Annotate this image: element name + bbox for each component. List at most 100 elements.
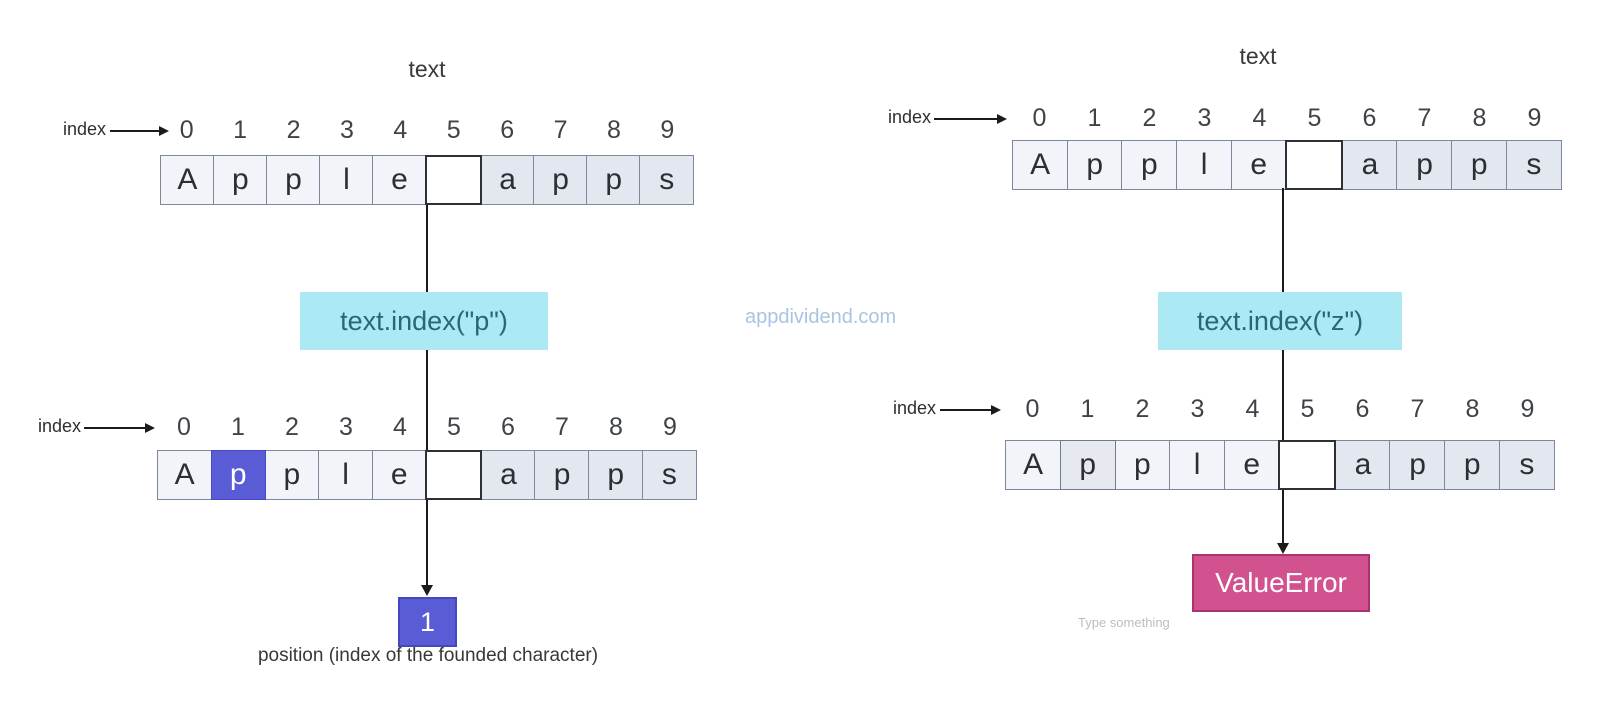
arrow-right-icon	[991, 405, 1001, 415]
index-number: 3	[1197, 104, 1212, 132]
array-cell-blank	[1278, 440, 1337, 490]
array-cell: e	[1230, 140, 1287, 190]
index-number: 9	[660, 116, 675, 144]
index-number: 4	[393, 116, 408, 144]
index-number: 3	[339, 413, 353, 441]
array-cell: p	[264, 450, 320, 500]
left-result-box: 1	[398, 597, 457, 647]
array-cell-blank	[425, 155, 482, 205]
array-cell: p	[213, 155, 268, 205]
index-number: 8	[1465, 395, 1480, 423]
array-cell: a	[480, 450, 537, 500]
array-cell: l	[1168, 440, 1226, 490]
index-number: 8	[607, 116, 621, 144]
right-top-index-label: index	[888, 107, 932, 127]
index-number: 9	[1527, 104, 1542, 132]
array-cell: s	[641, 450, 697, 500]
left-bottom-index-label: index	[38, 416, 82, 436]
right-operation-box: text.index("z")	[1158, 292, 1402, 350]
array-cell: p	[588, 450, 644, 500]
array-cell: p	[1396, 140, 1453, 190]
type-something-placeholder: Type something	[1078, 615, 1170, 630]
watermark: appdividend.com	[745, 306, 897, 328]
index-number: 5	[446, 116, 461, 144]
right-bottom-index-label: index	[893, 398, 937, 418]
array-cell: p	[1114, 440, 1171, 490]
array-cell: s	[1498, 440, 1555, 490]
arrow-right-icon	[159, 126, 169, 136]
index-number: 0	[179, 116, 194, 144]
arrow-shaft	[84, 427, 146, 429]
index-number: 5	[1300, 395, 1315, 423]
left-text-title: text	[408, 56, 446, 82]
right-top-array: A p p l e a p p s	[1012, 140, 1562, 190]
index-number: 1	[1080, 395, 1095, 423]
index-number: 7	[1417, 104, 1432, 132]
index-number: 7	[1410, 395, 1425, 423]
left-operation-box: text.index("p")	[300, 292, 548, 350]
arrow-right-icon	[145, 423, 155, 433]
index-number: 6	[501, 413, 515, 441]
index-number: 3	[1190, 395, 1205, 423]
index-number: 9	[663, 413, 677, 441]
index-number: 2	[285, 413, 299, 441]
array-cell-highlighted: p	[210, 450, 266, 500]
left-top-indices: 0 1 2 3 4 5 6 7 8 9	[160, 116, 694, 145]
array-cell-blank	[1285, 140, 1344, 190]
array-cell: a	[480, 155, 535, 205]
connector-line	[426, 203, 428, 292]
array-cell: p	[534, 450, 590, 500]
array-cell: p	[266, 155, 321, 205]
arrow-shaft	[940, 409, 992, 411]
index-number: 8	[609, 413, 623, 441]
array-cell: a	[1334, 440, 1392, 490]
array-cell: l	[319, 155, 374, 205]
array-cell-blank	[425, 450, 483, 500]
array-cell: e	[372, 155, 427, 205]
index-number: 8	[1472, 104, 1487, 132]
right-error-box: ValueError	[1192, 554, 1370, 612]
array-cell: p	[1121, 140, 1178, 190]
right-top-indices: 0 1 2 3 4 5 6 7 8 9	[1012, 104, 1562, 133]
array-cell: e	[371, 450, 427, 500]
left-caption: position (index of the founded character…	[257, 645, 599, 666]
array-cell: A	[160, 155, 215, 205]
array-cell: p	[1444, 440, 1501, 490]
connector-line	[1282, 490, 1284, 544]
index-number: 9	[1520, 395, 1535, 423]
index-number: 2	[1135, 395, 1150, 423]
arrow-right-icon	[997, 114, 1007, 124]
connector-line	[1282, 350, 1284, 440]
connector-line	[426, 350, 428, 450]
array-cell: p	[1066, 140, 1123, 190]
right-bottom-indices: 0 1 2 3 4 5 6 7 8 9	[1005, 395, 1555, 424]
array-cell: p	[1451, 140, 1508, 190]
index-number: 5	[1307, 104, 1322, 132]
arrow-shaft	[934, 118, 998, 120]
right-bottom-array: A p p l e a p p s	[1005, 440, 1555, 490]
connector-line	[1282, 188, 1284, 292]
array-cell: s	[639, 155, 695, 205]
array-cell: A	[1005, 440, 1062, 490]
index-number: 1	[233, 116, 248, 144]
index-number: 6	[1355, 395, 1370, 423]
left-top-index-label: index	[63, 119, 107, 139]
array-cell: l	[317, 450, 374, 500]
index-number: 6	[500, 116, 515, 144]
index-number: 0	[177, 413, 191, 441]
array-cell: e	[1223, 440, 1280, 490]
array-cell: p	[1389, 440, 1446, 490]
arrow-down-icon	[1277, 543, 1289, 554]
array-cell: s	[1505, 140, 1562, 190]
array-cell: A	[157, 450, 213, 500]
array-cell: p	[1059, 440, 1116, 490]
index-number: 1	[231, 413, 245, 441]
index-number: 2	[286, 116, 301, 144]
arrow-shaft	[110, 130, 160, 132]
array-cell: p	[533, 155, 588, 205]
array-cell: A	[1012, 140, 1069, 190]
array-cell: a	[1341, 140, 1399, 190]
index-number: 4	[1245, 395, 1260, 423]
index-number: 2	[1142, 104, 1157, 132]
